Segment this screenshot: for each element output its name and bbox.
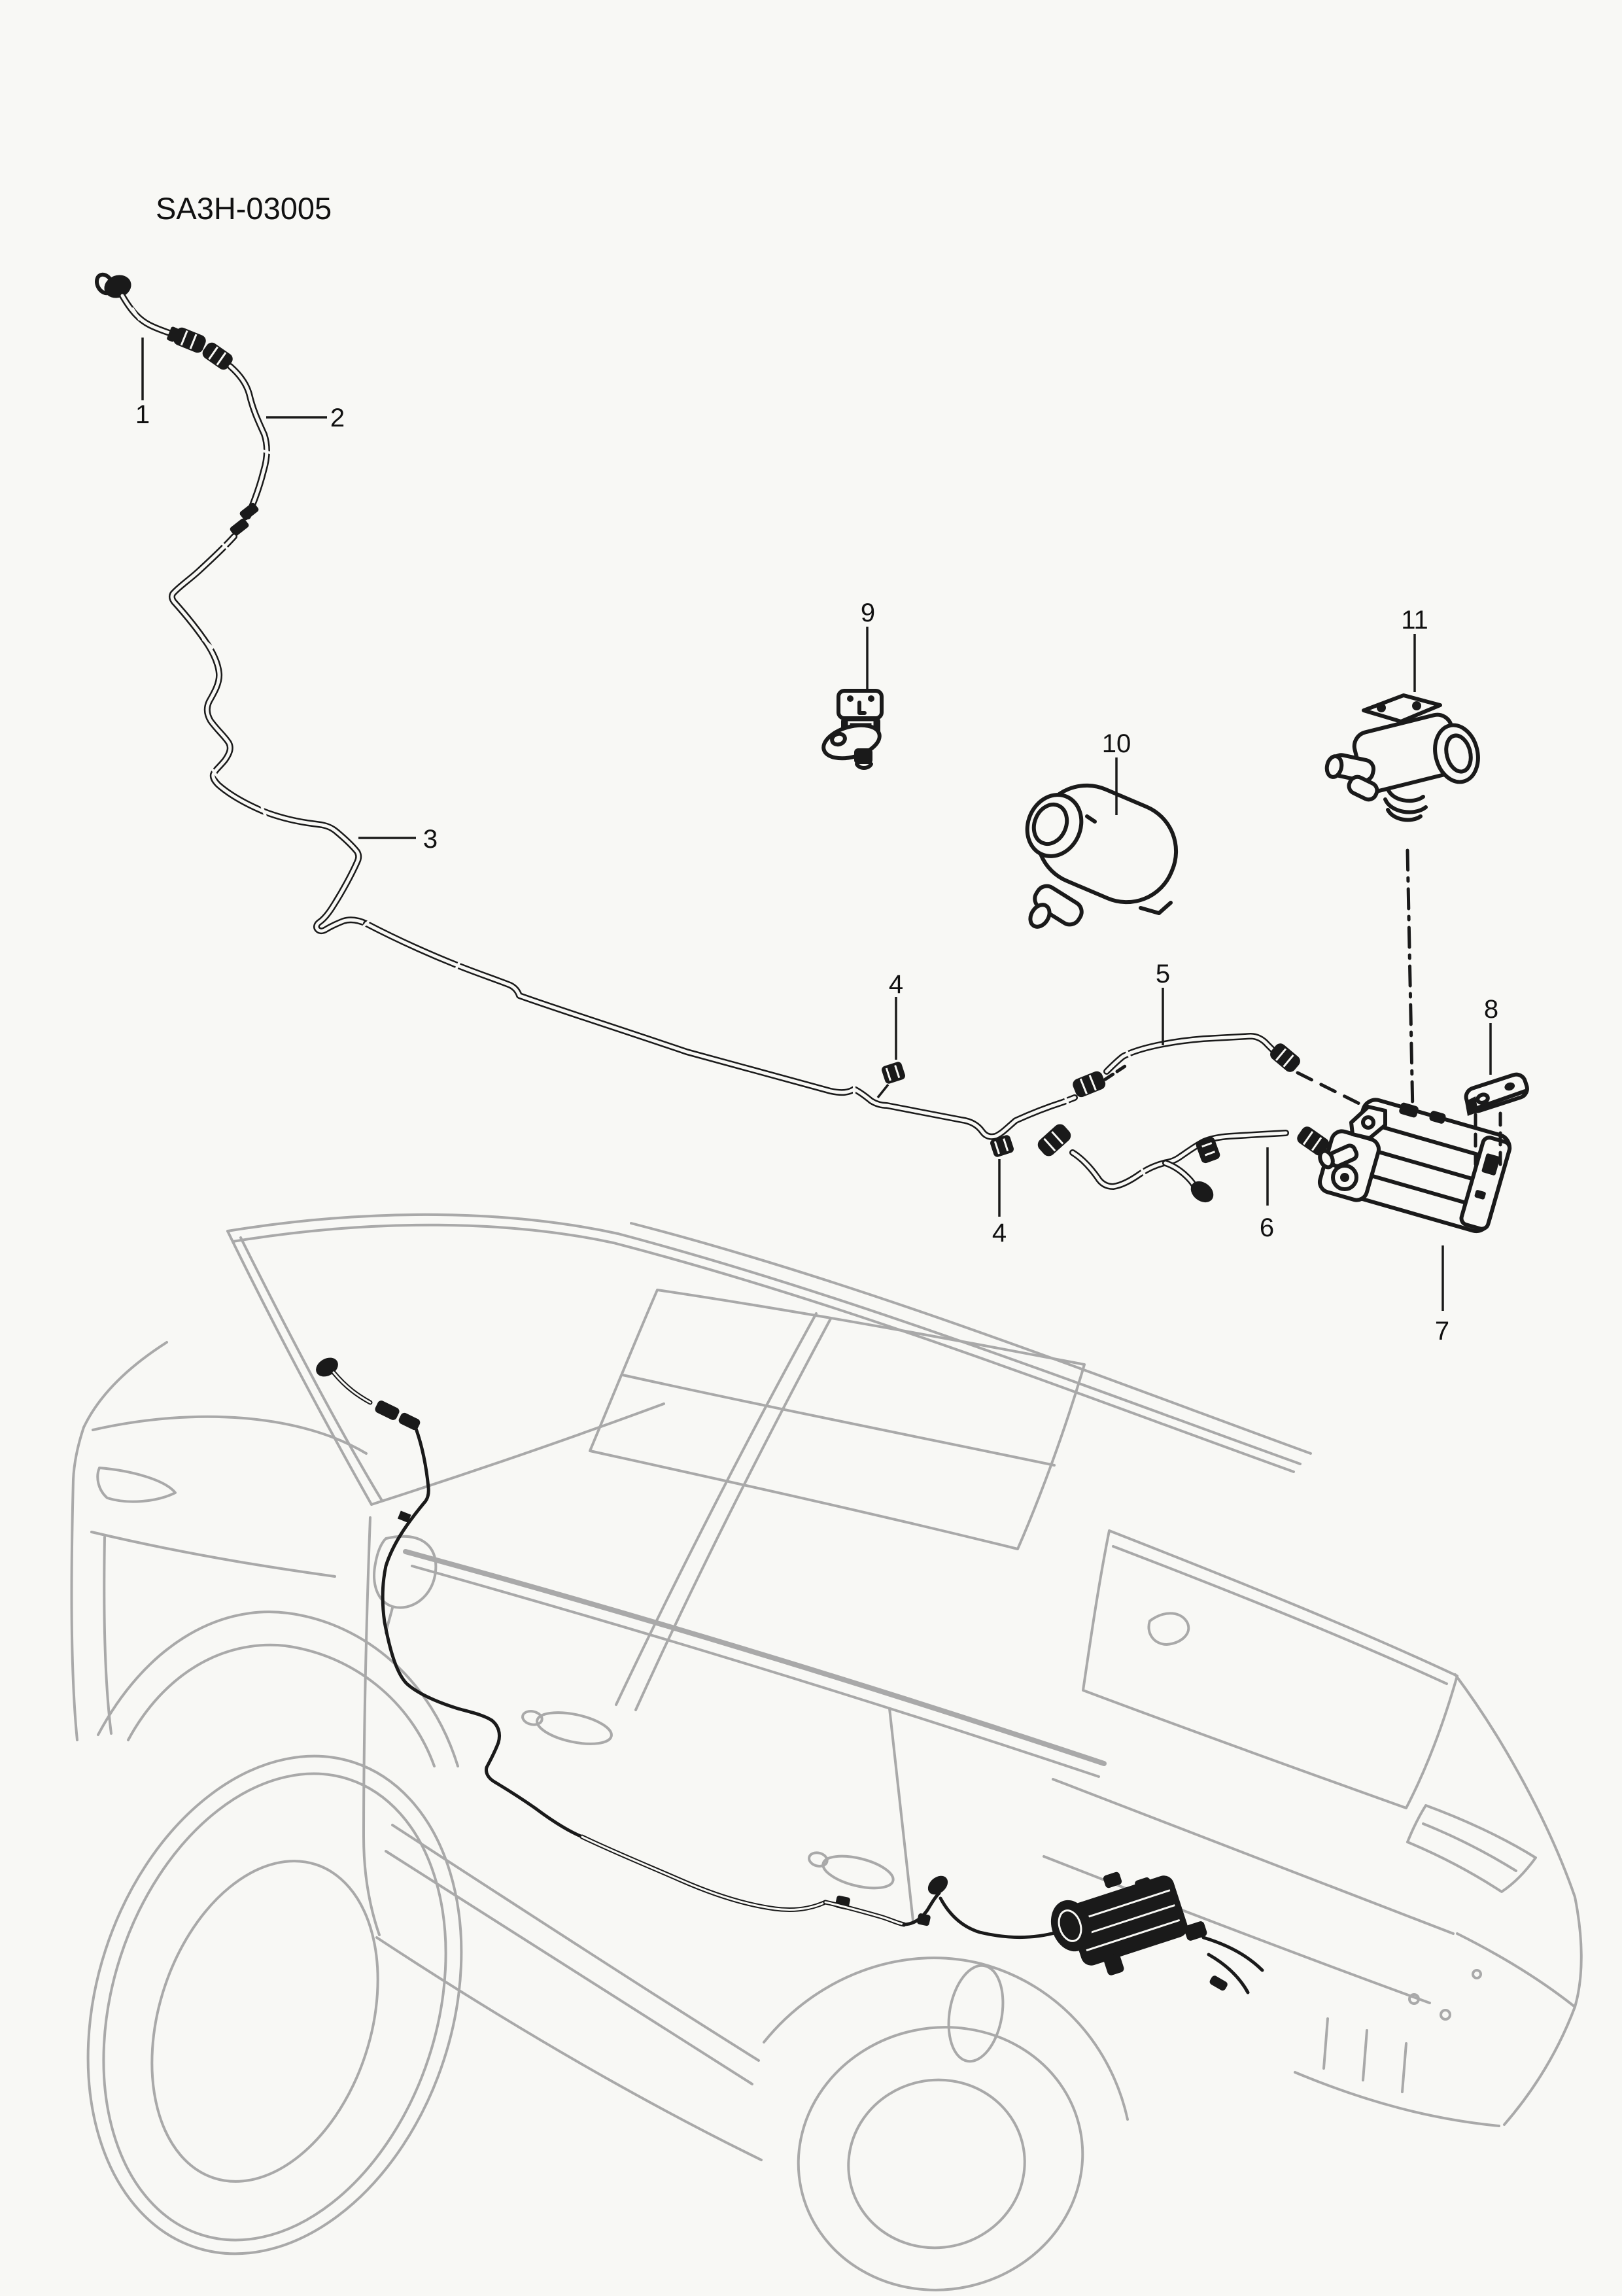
vehicle-illustration: [70, 1213, 1583, 2291]
part-4-clip-a: [876, 1062, 905, 1099]
part-6-quick-connector-left: [1037, 1124, 1071, 1157]
part-3-quick-connector: [1073, 1071, 1106, 1098]
part-label-10: 10: [1102, 729, 1131, 758]
vehicle-canister-installed: [1050, 1871, 1264, 1994]
part-8-mounting-bracket: [1464, 1072, 1529, 1168]
part-6-grommet: [1196, 1136, 1220, 1164]
part-9-sensor: [821, 689, 884, 770]
part-10-outlet-stub: [1028, 884, 1084, 929]
part-4-clip-b: [990, 1135, 1014, 1157]
part-2-fuel-tube: [202, 342, 271, 536]
part-11-purge-valve: [1324, 693, 1480, 1114]
part-6-vapor-tube: [1037, 1124, 1357, 1203]
part-3-fuel-line: [168, 533, 1127, 1140]
vehicle-fuel-line-routing: [316, 1357, 1059, 1939]
part-2-quick-connector: [202, 342, 233, 370]
part-label-9: 9: [861, 599, 875, 627]
part-5-quick-connector: [1270, 1043, 1300, 1072]
part-label-8: 8: [1484, 995, 1498, 1024]
part-label-5: 5: [1156, 960, 1170, 988]
part-label-2: 2: [330, 404, 345, 432]
part-1-quick-connector: [173, 327, 206, 353]
part-6-quick-connector-right: [1297, 1126, 1330, 1156]
part-label-11: 11: [1401, 606, 1428, 635]
part-label-3: 3: [423, 825, 438, 854]
part-7-canister-assembly: [1317, 1098, 1512, 1234]
part-7-pump-unit: [1317, 1129, 1381, 1202]
part-10-canister-filter: [1025, 783, 1179, 929]
part-7-mounting-ear: [1349, 1105, 1387, 1140]
part-11-inlet-stub: [1324, 753, 1379, 802]
part-label-1: 1: [135, 400, 150, 429]
part-label-7: 7: [1435, 1317, 1449, 1346]
part-label-4b: 4: [992, 1219, 1007, 1247]
part-5-vapor-tube: [1103, 1033, 1368, 1109]
part-label-6: 6: [1260, 1213, 1274, 1242]
part-1-fuel-tube: [95, 272, 206, 353]
part-label-4a: 4: [889, 970, 903, 999]
diagram-code: SA3H-03005: [156, 191, 332, 226]
